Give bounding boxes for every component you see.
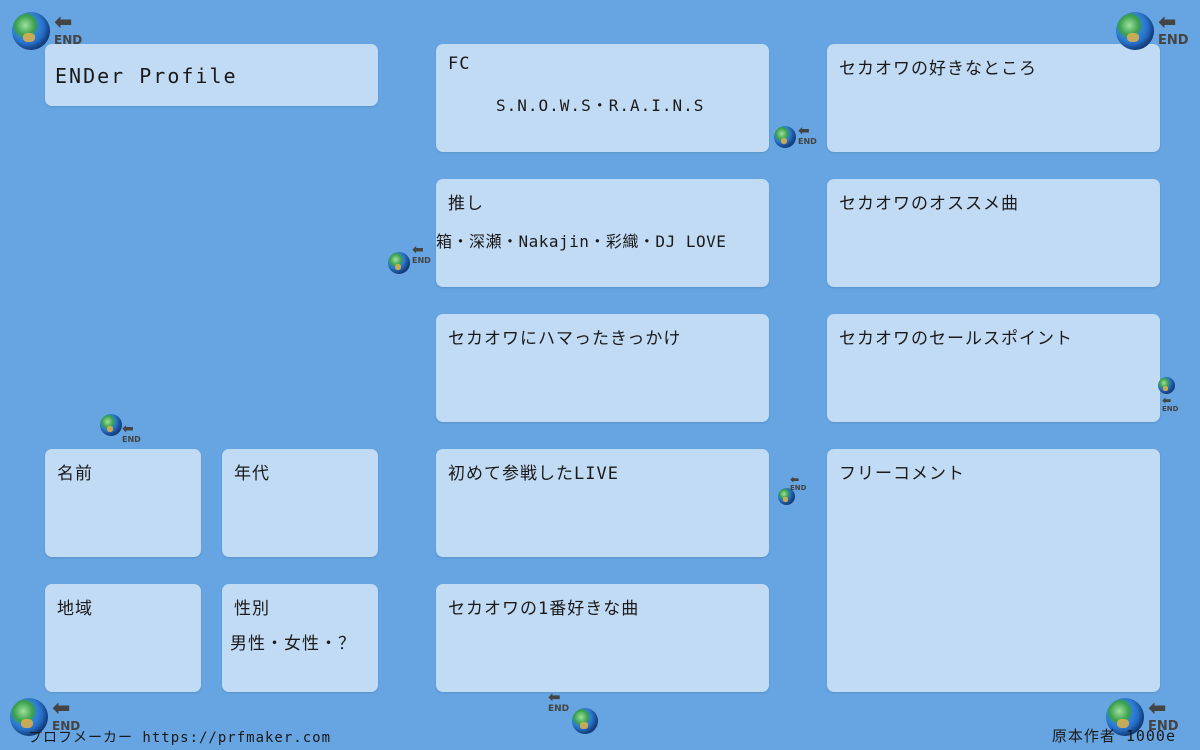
end-arrow-icon: ⬅ END (1162, 394, 1179, 413)
globe-end-small-6: ⬅ END (548, 690, 602, 736)
favorite-song-card[interactable]: セカオワの1番好きな曲 (436, 584, 769, 692)
end-arrow-icon: ⬅ END (52, 696, 81, 733)
likes-card[interactable]: セカオワの好きなところ (827, 44, 1160, 152)
sales-point-card[interactable]: セカオワのセールスポイント (827, 314, 1160, 422)
globe-end-small-1: ⬅ END (774, 124, 824, 164)
end-arrow-icon: ⬅ END (122, 421, 141, 444)
end-arrow-icon: ⬅ END (1148, 696, 1179, 734)
first-live-card[interactable]: 初めて参戦したLIVE (436, 449, 769, 557)
globe-icon (572, 708, 598, 734)
title-card: ENDer Profile (45, 44, 378, 106)
end-arrow-icon: ⬅ END (54, 10, 83, 47)
first-live-label: 初めて参戦したLIVE (448, 464, 619, 484)
footer-author-credit: 原本作者 1000e (1051, 727, 1176, 745)
likes-label: セカオワの好きなところ (839, 59, 1037, 79)
end-arrow-icon: ⬅ END (790, 473, 807, 492)
globe-end-bottom-left: ⬅ END (10, 698, 90, 738)
age-card[interactable]: 年代 (222, 449, 378, 557)
free-comment-label: フリーコメント (839, 464, 965, 484)
fc-card[interactable]: FC S.N.O.W.S・R.A.I.N.S (436, 44, 769, 152)
free-comment-card[interactable]: フリーコメント (827, 449, 1160, 692)
globe-end-small-5: ⬅ END (778, 474, 808, 508)
globe-icon (388, 252, 410, 274)
globe-end-small-3: ⬅ END (100, 414, 150, 454)
oshi-value: 箱・深瀬・Nakajin・彩織・DJ LOVE (436, 232, 727, 251)
oshi-label: 推し (448, 194, 484, 214)
fc-value: S.N.O.W.S・R.A.I.N.S (496, 96, 705, 115)
globe-end-top-left: ⬅ END (12, 12, 92, 52)
sales-point-label: セカオワのセールスポイント (839, 329, 1073, 349)
page-title: ENDer Profile (55, 64, 238, 88)
globe-end-small-2: ⬅ END (388, 243, 438, 283)
gender-label: 性別 (234, 599, 270, 619)
globe-icon (1106, 698, 1144, 736)
age-label: 年代 (234, 464, 270, 484)
trigger-card[interactable]: セカオワにハマったきっかけ (436, 314, 769, 422)
globe-icon (774, 126, 796, 148)
recommend-label: セカオワのオススメ曲 (839, 194, 1019, 214)
globe-icon (100, 414, 122, 436)
gender-value: 男性・女性・？ (230, 634, 356, 654)
gender-card[interactable]: 性別 男性・女性・？ (222, 584, 378, 692)
globe-icon (1158, 377, 1175, 394)
trigger-label: セカオワにハマったきっかけ (448, 329, 682, 349)
favorite-song-label: セカオワの1番好きな曲 (448, 599, 640, 619)
globe-icon (10, 698, 48, 736)
end-arrow-icon: ⬅ END (1158, 10, 1189, 48)
globe-end-bottom-right: ⬅ END (1106, 698, 1186, 738)
end-arrow-icon: ⬅ END (548, 688, 570, 714)
recommend-card[interactable]: セカオワのオススメ曲 (827, 179, 1160, 287)
globe-icon (1116, 12, 1154, 50)
globe-icon (12, 12, 50, 50)
footer-maker-credit[interactable]: プロフメーカー https://prfmaker.com (28, 730, 332, 746)
globe-end-top-right: ⬅ END (1116, 12, 1196, 52)
fc-label: FC (448, 54, 471, 74)
globe-end-small-4: ⬅ END (1158, 377, 1188, 417)
end-arrow-icon: ⬅ END (798, 123, 817, 146)
end-arrow-icon: ⬅ END (412, 242, 431, 265)
globe-icon (778, 488, 795, 505)
region-card[interactable]: 地域 (45, 584, 201, 692)
oshi-card[interactable]: 推し 箱・深瀬・Nakajin・彩織・DJ LOVE (436, 179, 769, 287)
name-label: 名前 (57, 464, 93, 484)
region-label: 地域 (57, 599, 93, 619)
name-card[interactable]: 名前 (45, 449, 201, 557)
